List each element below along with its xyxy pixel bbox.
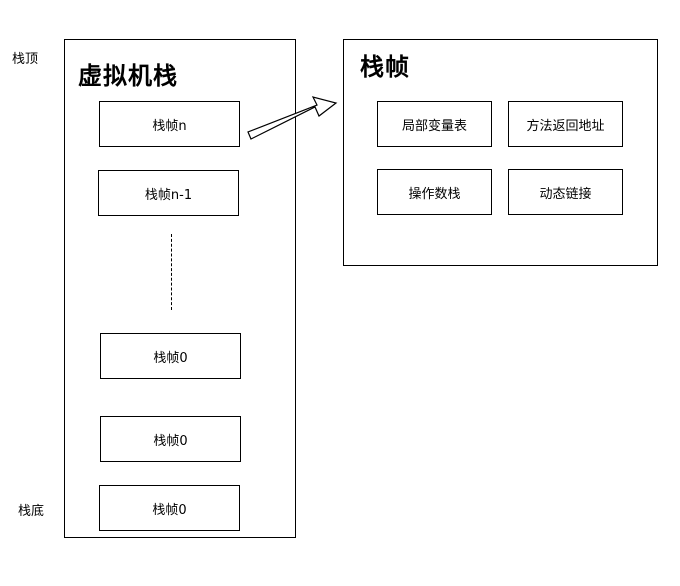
vm-stack-title: 虚拟机栈 — [78, 62, 178, 90]
operand-stack-box: 操作数栈 — [377, 169, 492, 215]
local-variable-table-box: 局部变量表 — [377, 101, 492, 147]
stack-frame-0-a: 栈帧0 — [100, 333, 241, 379]
stack-frame-title: 栈帧 — [360, 53, 410, 81]
stack-frame-panel — [343, 39, 658, 266]
expand-arrow-icon — [247, 96, 338, 140]
dynamic-linking-box: 动态链接 — [508, 169, 623, 215]
method-return-address-box: 方法返回地址 — [508, 101, 623, 147]
stack-top-label: 栈顶 — [12, 52, 39, 67]
stack-frame-0-b: 栈帧0 — [100, 416, 241, 462]
ellipsis-divider — [171, 234, 172, 310]
stack-frame-n: 栈帧n — [99, 101, 240, 147]
stack-frame-0-c: 栈帧0 — [99, 485, 240, 531]
stack-bottom-label: 栈底 — [18, 504, 45, 519]
stack-frame-n-minus-1: 栈帧n-1 — [98, 170, 239, 216]
